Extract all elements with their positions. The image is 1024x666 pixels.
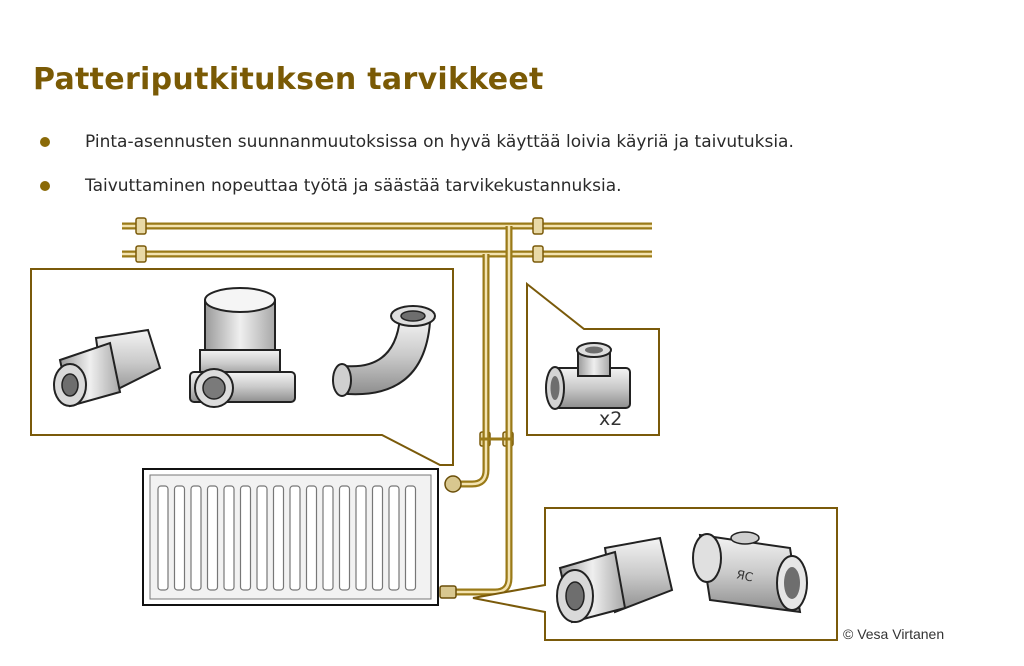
copyright-notice: © Vesa Virtanen: [843, 626, 945, 642]
fittings-callout: [30, 268, 454, 466]
valve-marking: ЯC: [735, 567, 754, 584]
main-pipes: [122, 222, 652, 258]
page-title: Patteriputkituksen tarvikkeet: [33, 62, 544, 97]
radiator-fin: [322, 485, 334, 591]
compression-fitting-icon: [556, 536, 674, 624]
valves-callout: ЯC: [472, 507, 838, 641]
radiator-fin: [223, 485, 235, 591]
bullet-list: Pinta-asennusten suunnanmuutoksissa on h…: [38, 128, 794, 216]
bullet-item: Pinta-asennusten suunnanmuutoksissa on h…: [38, 128, 794, 172]
bullet-item: Taivuttaminen nopeuttaa työtä ja säästää…: [38, 172, 794, 216]
tee-fitting-icon: [545, 342, 631, 410]
radiator-fin: [355, 485, 367, 591]
compression-fitting-icon: [53, 328, 162, 408]
radiator-fin: [157, 485, 169, 591]
radiator-fin: [371, 485, 384, 591]
bullet-text: Taivuttaminen nopeuttaa työtä ja säästää…: [85, 176, 622, 196]
thermostatic-valve-icon: [189, 287, 296, 408]
radiator-fin: [388, 485, 400, 591]
bullet-dot-icon: [40, 181, 50, 191]
radiator-fin: [239, 485, 252, 591]
tee-callout: [526, 281, 660, 436]
bullet-text: Pinta-asennusten suunnanmuutoksissa on h…: [85, 132, 794, 152]
elbow-fitting-icon: [332, 305, 436, 397]
radiator-fin: [206, 485, 219, 591]
radiator-fin: [173, 485, 186, 591]
radiator-fin: [305, 485, 318, 591]
quantity-label: x2: [599, 408, 623, 430]
radiator-valves: [439, 475, 462, 599]
bullet-dot-icon: [40, 137, 50, 147]
radiator-fin: [272, 485, 285, 591]
radiator-fin: [256, 485, 268, 591]
radiator-fin: [190, 485, 202, 591]
radiator-fin: [289, 485, 301, 591]
radiator-icon: [142, 468, 439, 606]
ball-valve-icon: ЯC: [692, 531, 808, 614]
radiator-fin: [404, 485, 417, 591]
radiator-fin: [338, 485, 351, 591]
riser-pipes: [452, 226, 513, 596]
